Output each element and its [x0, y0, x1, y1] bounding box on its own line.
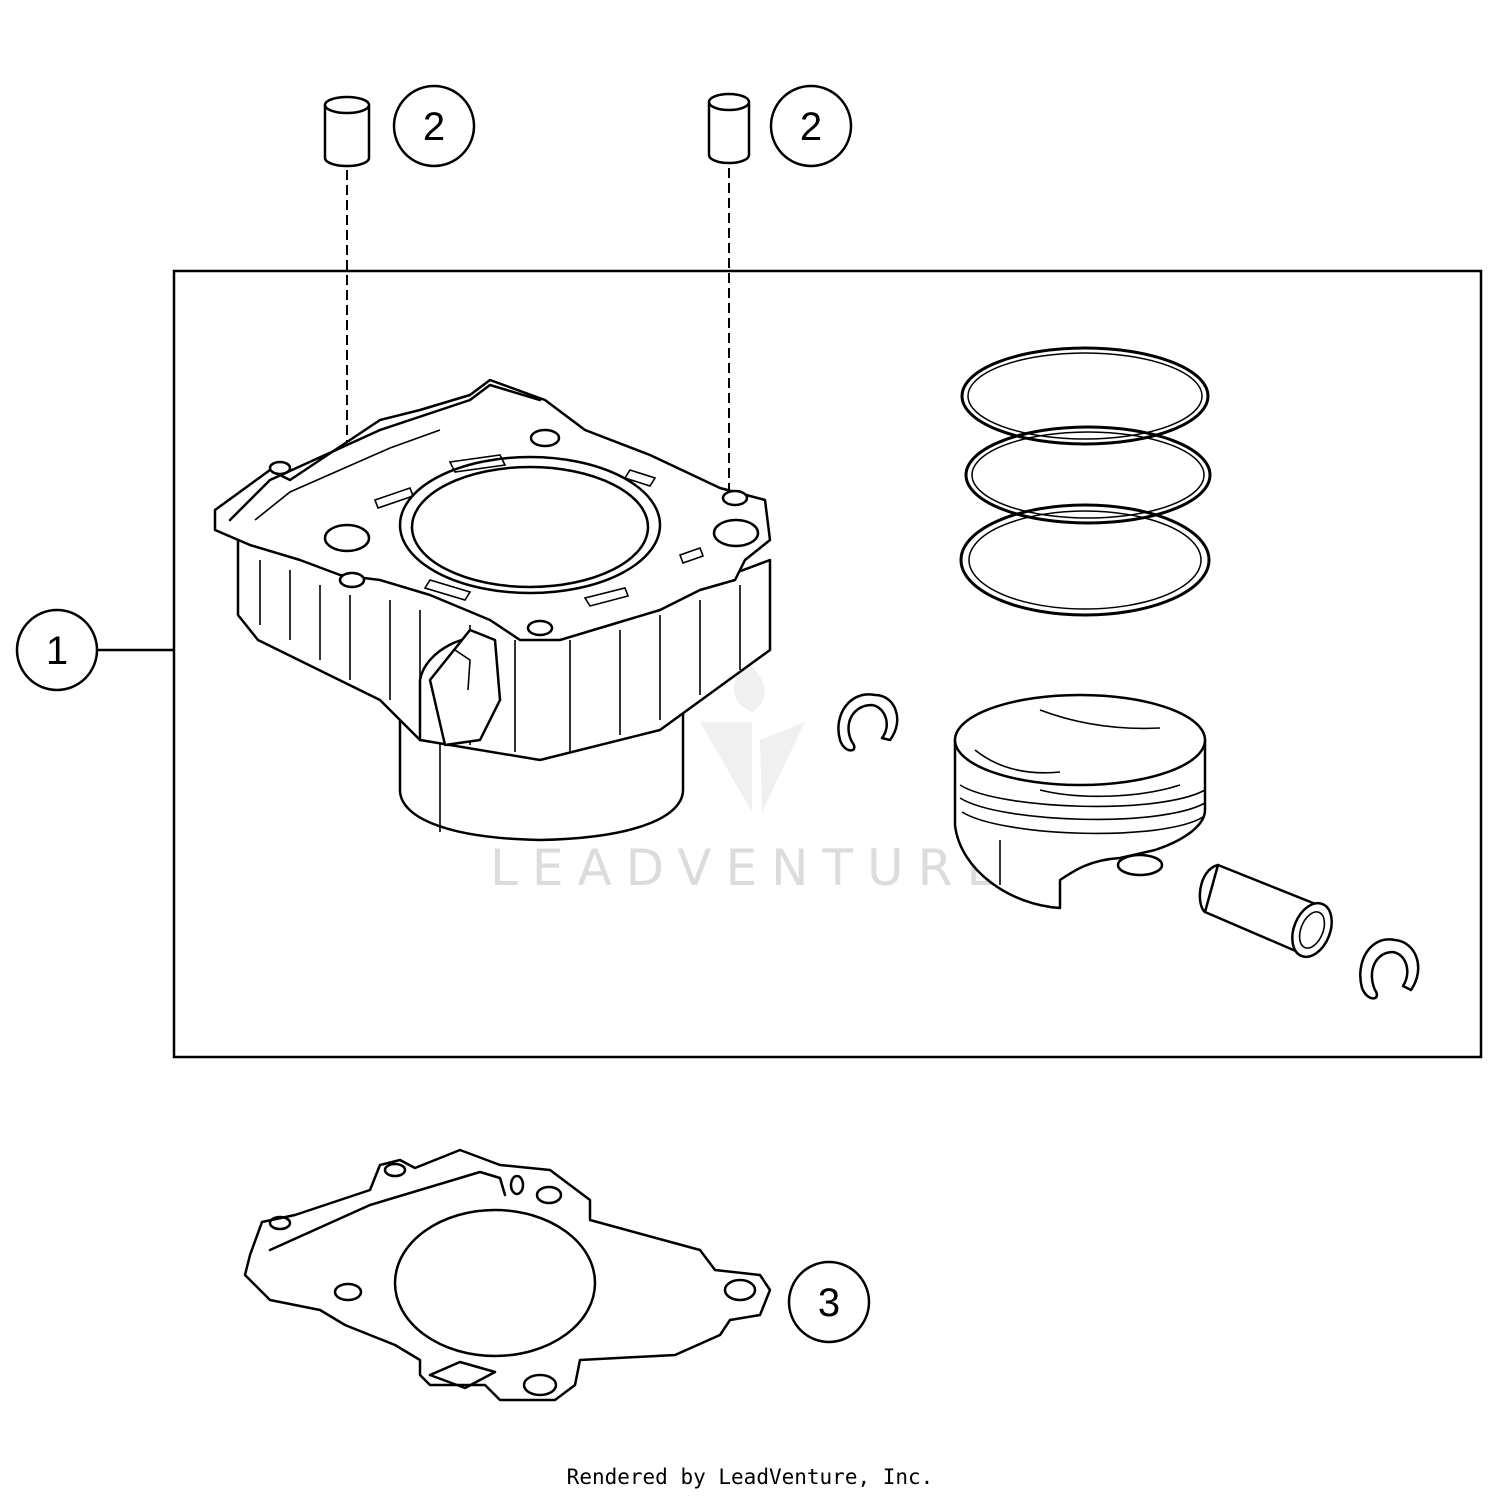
svg-text:2: 2 [800, 105, 822, 149]
dowel-pin-left [323, 95, 371, 168]
callout-2-right: 2 [769, 84, 853, 168]
circlip-right [1359, 938, 1420, 1000]
callout-3: 3 [787, 1260, 871, 1344]
watermark-logo [700, 660, 805, 812]
svg-text:3: 3 [818, 1281, 840, 1325]
svg-text:2: 2 [423, 105, 445, 149]
dowel-pin-right [707, 92, 751, 165]
piston-ring-middle [964, 425, 1212, 525]
piston-pin [1198, 863, 1333, 959]
callout-2-left: 2 [392, 84, 476, 168]
piston [953, 693, 1207, 910]
svg-text:1: 1 [46, 629, 68, 673]
assembly-frame [172, 269, 1483, 1059]
footer-credit: Rendered by LeadVenture, Inc. [567, 1465, 934, 1489]
circlip-left [837, 693, 899, 752]
base-gasket [243, 1148, 772, 1402]
cylinder [213, 378, 772, 842]
watermark-text: LEADVENTURE [490, 839, 1012, 897]
callout-1: 1 [15, 608, 99, 692]
piston-ring-top [960, 346, 1210, 446]
oil-control-ring [959, 503, 1211, 617]
